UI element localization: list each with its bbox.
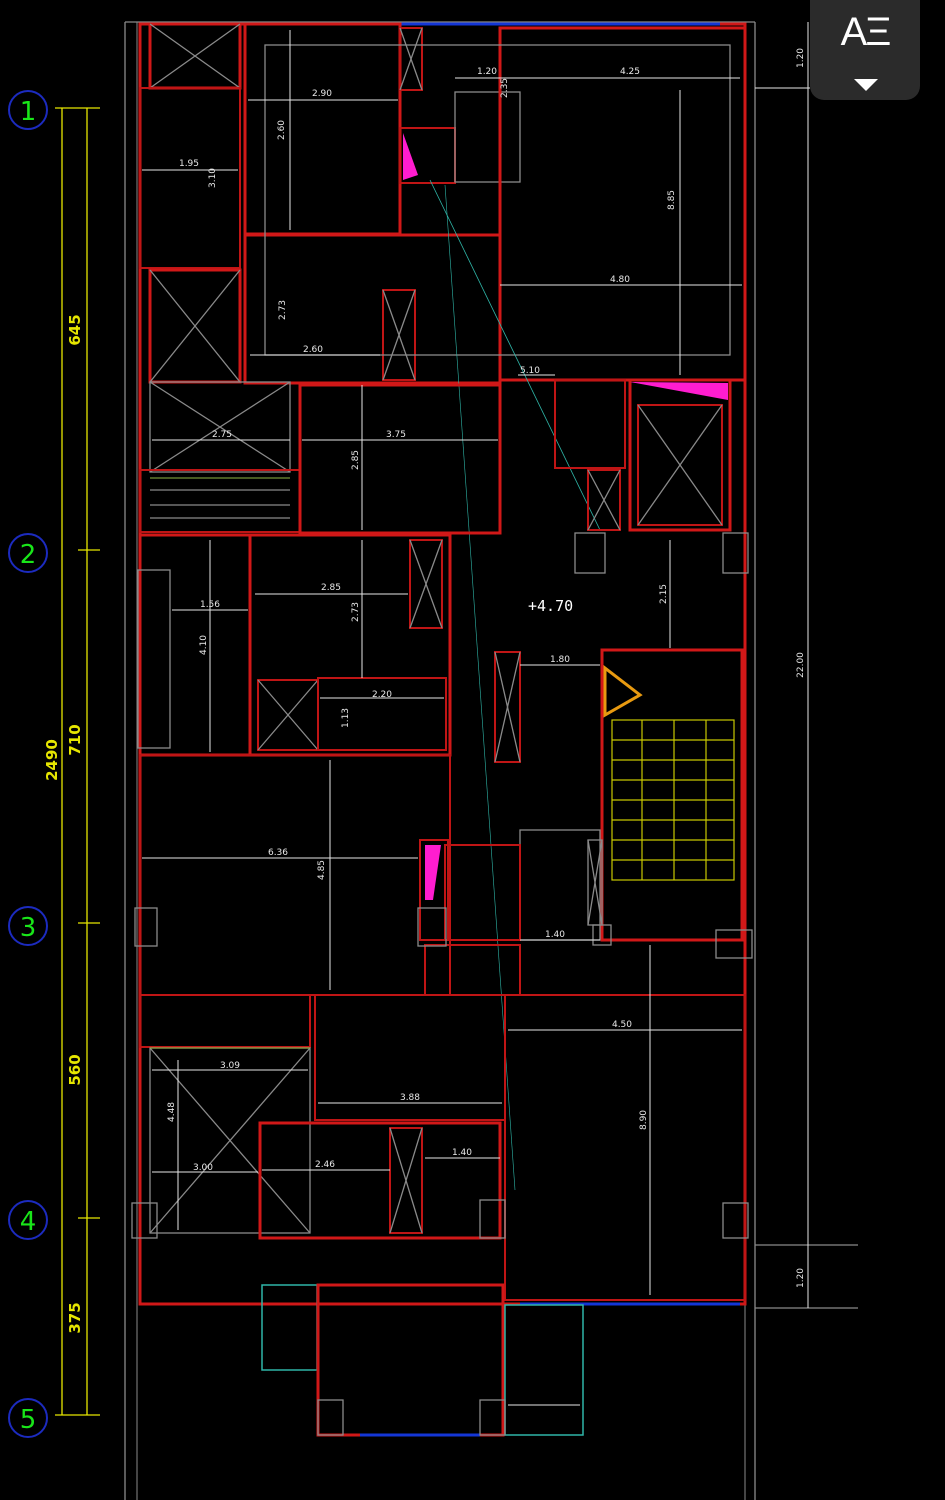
span-3-4: 560 (66, 1054, 84, 1085)
dim-label: 4.50 (612, 1020, 632, 1030)
lower-rooms (131, 994, 749, 1301)
right-dim-top: 1.20 (796, 48, 806, 68)
outer-frame (124, 21, 756, 1500)
interior-dim-labels: 1.20 4.25 2.90 2.60 1.95 3.10 2.35 8.85 … (167, 67, 677, 1173)
dim-label: 3.00 (193, 1163, 213, 1173)
dim-label: 8.85 (667, 190, 677, 210)
dim-label: 5.10 (520, 366, 540, 376)
text-format-toolbar[interactable]: AΞ (810, 0, 920, 100)
level-mark: +4.70 (528, 597, 573, 615)
dim-label: 2.90 (312, 89, 332, 99)
dim-label: 2.85 (321, 583, 341, 593)
axis-label-5: 5 (20, 1405, 37, 1435)
dim-label: 4.10 (199, 635, 209, 655)
dim-label: 6.36 (268, 848, 288, 858)
middle-rooms (134, 754, 521, 996)
dim-label: 1.80 (550, 655, 570, 665)
dim-label: 3.09 (220, 1061, 240, 1071)
axis-label-2: 2 (20, 540, 37, 570)
right-dim-total: 22.00 (796, 652, 806, 678)
dim-label: 4.85 (317, 860, 327, 880)
dim-label: 4.48 (167, 1102, 177, 1122)
dim-label: 1.13 (341, 708, 351, 728)
dim-label: 8.90 (639, 1110, 649, 1130)
overall-span: 2490 (43, 739, 61, 781)
axis-dimensions: 645 710 2490 560 375 (43, 107, 100, 1416)
right-dimension: 1.20 22.00 1.20 (755, 22, 810, 1308)
axis-label-4: 4 (20, 1207, 37, 1237)
axis-label-3: 3 (20, 913, 37, 943)
dim-label: 1.20 (477, 67, 497, 77)
dim-label: 2.75 (212, 430, 232, 440)
dim-label: 2.85 (351, 450, 361, 470)
highlighted-areas (403, 133, 728, 900)
middle-left-rooms (137, 381, 502, 757)
triangle-down-icon[interactable] (854, 79, 878, 91)
dim-label: 2.35 (500, 78, 510, 98)
core-right (494, 378, 753, 959)
dim-label: 1.95 (179, 159, 199, 169)
interior-dim-lines (142, 30, 742, 1406)
dim-label: 3.10 (208, 168, 218, 188)
dim-label: 3.75 (386, 430, 406, 440)
dim-label: 4.25 (620, 67, 640, 77)
text-format-icon[interactable]: AΞ (840, 10, 892, 54)
axis-markers: 1 2 3 4 5 (8, 90, 48, 1438)
span-1-2: 645 (66, 314, 84, 345)
span-4-5: 375 (66, 1302, 84, 1333)
dim-label: 2.46 (315, 1160, 335, 1170)
dim-label: 2.73 (278, 300, 288, 320)
dim-label: 1.56 (200, 600, 220, 610)
right-dim-bottom: 1.20 (796, 1268, 806, 1288)
dim-label: 1.40 (452, 1148, 472, 1158)
dim-label: 1.40 (545, 930, 565, 940)
dim-label: 2.20 (372, 690, 392, 700)
dim-label: 2.60 (277, 120, 287, 140)
dim-label: 3.88 (400, 1093, 420, 1103)
dim-label: 2.73 (351, 602, 361, 622)
dim-label: 4.80 (610, 275, 630, 285)
shaft-top-left (139, 22, 242, 384)
upper-rooms (243, 22, 747, 1191)
dim-label: 2.15 (659, 584, 669, 604)
bottom-rooms (261, 1244, 858, 1437)
dim-label: 2.60 (303, 345, 323, 355)
axis-label-1: 1 (20, 97, 37, 127)
span-2-3: 710 (66, 724, 84, 755)
